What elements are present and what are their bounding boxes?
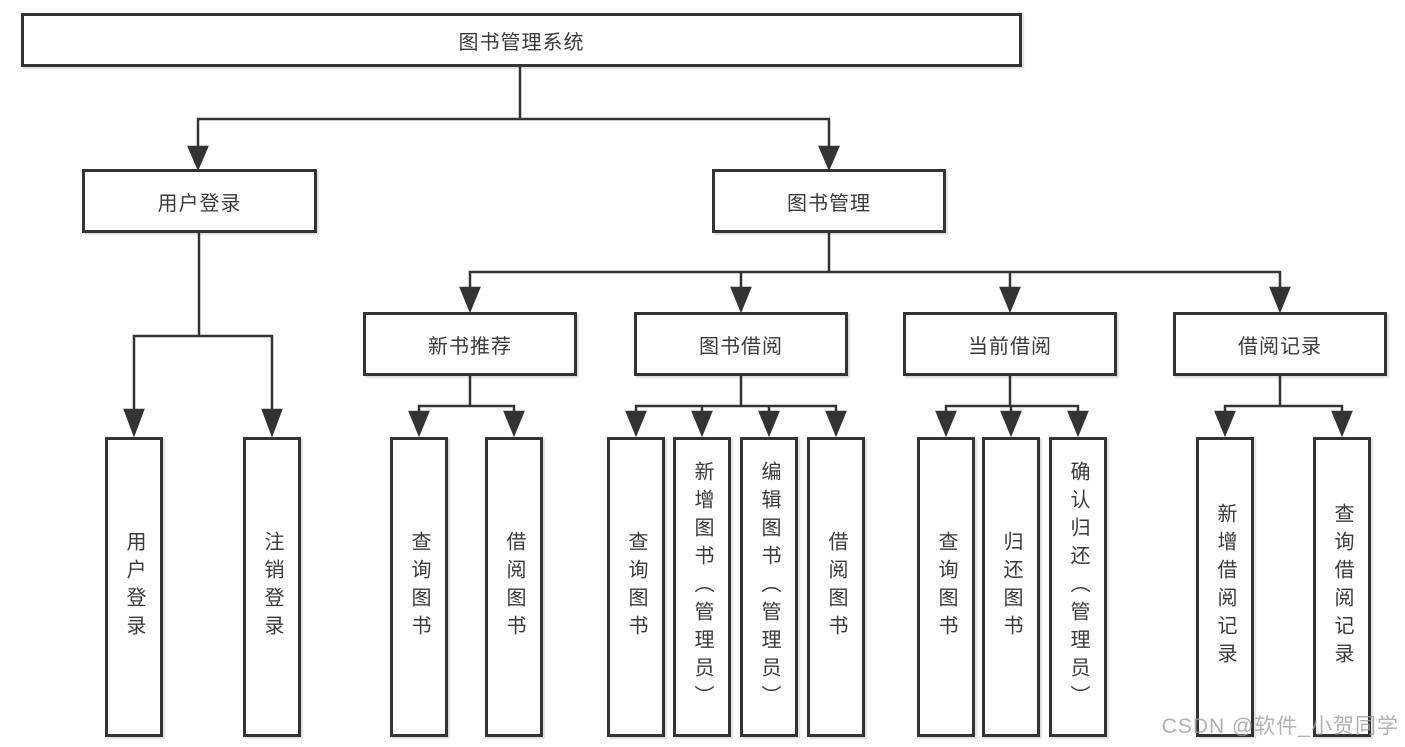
arrow-head xyxy=(187,145,209,172)
leaf-return-book: 归还图书 xyxy=(982,437,1040,737)
leaf-borrow-book-label: 借阅图书 xyxy=(825,531,847,643)
leaf-query-book-label: 查询图书 xyxy=(625,531,647,643)
arrow-head xyxy=(503,410,525,438)
node-book-management-label: 图书管理 xyxy=(787,192,871,215)
arrow-head xyxy=(1000,410,1022,438)
arrow-head xyxy=(691,410,713,438)
node-new-book-recommend-label: 新书推荐 xyxy=(428,335,512,358)
node-borrow-record-label: 借阅记录 xyxy=(1238,335,1322,358)
arrow-head xyxy=(123,408,145,438)
arrow-head xyxy=(1331,410,1353,438)
arrow-head xyxy=(1067,410,1089,438)
leaf-query-book: 查询图书 xyxy=(607,437,665,737)
arrow-head xyxy=(730,286,752,314)
leaf-user-login: 用户登录 xyxy=(105,437,163,737)
leaf-user-login-label: 用户登录 xyxy=(123,531,145,643)
leaf-query-book-label: 查询图书 xyxy=(408,531,430,643)
leaf-borrow-book-label: 借阅图书 xyxy=(503,531,525,643)
node-book-management: 图书管理 xyxy=(712,169,946,233)
arrow-head xyxy=(1214,410,1236,438)
arrow-head xyxy=(935,410,957,438)
connector-book-borrow-children xyxy=(625,374,847,438)
csdn-watermark: CSDN @软件_小贺同学 xyxy=(1161,715,1399,738)
arrow-head xyxy=(408,410,430,438)
arrow-head xyxy=(818,145,840,172)
node-user-login: 用户登录 xyxy=(82,169,317,233)
leaf-confirm-return-admin: 确认归还（管理员） xyxy=(1049,437,1107,737)
leaf-return-book-label: 归还图书 xyxy=(1000,531,1022,643)
connector-user-login-children xyxy=(123,231,283,438)
leaf-logout: 注销登录 xyxy=(243,437,301,737)
arrow-head xyxy=(758,410,780,438)
connector-new-book-recommend-children xyxy=(408,374,525,438)
arrow-head xyxy=(625,410,647,438)
arrow-head xyxy=(825,410,847,438)
leaf-borrow-book: 借阅图书 xyxy=(485,437,543,737)
arrow-head xyxy=(261,408,283,438)
leaf-edit-book-admin: 编辑图书（管理员） xyxy=(740,437,798,737)
connector-root-to-level1 xyxy=(187,65,840,172)
leaf-query-book-label: 查询图书 xyxy=(935,531,957,643)
node-current-borrow-label: 当前借阅 xyxy=(968,335,1052,358)
leaf-query-book: 查询图书 xyxy=(917,437,975,737)
leaf-query-borrow-record-label: 查询借阅记录 xyxy=(1331,503,1353,671)
leaf-add-book-admin: 新增图书（管理员） xyxy=(673,437,731,737)
leaf-add-borrow-record: 新增借阅记录 xyxy=(1196,437,1254,737)
arrow-head xyxy=(999,286,1021,314)
node-borrow-record: 借阅记录 xyxy=(1173,312,1387,376)
node-root-label: 图书管理系统 xyxy=(458,31,585,54)
leaf-borrow-book: 借阅图书 xyxy=(807,437,865,737)
leaf-add-book-admin-label: 新增图书（管理员） xyxy=(691,461,713,713)
leaf-edit-book-admin-label: 编辑图书（管理员） xyxy=(758,461,780,713)
arrow-head xyxy=(459,286,481,314)
node-current-borrow: 当前借阅 xyxy=(903,312,1117,376)
connector-borrow-record-children xyxy=(1214,374,1353,438)
node-book-borrow-label: 图书借阅 xyxy=(699,335,783,358)
node-root: 图书管理系统 xyxy=(21,13,1022,67)
arrow-head xyxy=(1269,286,1291,314)
leaf-logout-label: 注销登录 xyxy=(261,531,283,643)
connector-current-borrow-children xyxy=(935,374,1089,438)
leaf-add-borrow-record-label: 新增借阅记录 xyxy=(1214,503,1236,671)
leaf-query-borrow-record: 查询借阅记录 xyxy=(1313,437,1371,737)
node-user-login-label: 用户登录 xyxy=(157,192,242,215)
leaf-query-book: 查询图书 xyxy=(390,437,448,737)
connector-book-management-children xyxy=(459,231,1291,314)
node-book-borrow: 图书借阅 xyxy=(634,312,848,376)
node-new-book-recommend: 新书推荐 xyxy=(363,312,577,376)
leaf-confirm-return-admin-label: 确认归还（管理员） xyxy=(1067,461,1089,713)
